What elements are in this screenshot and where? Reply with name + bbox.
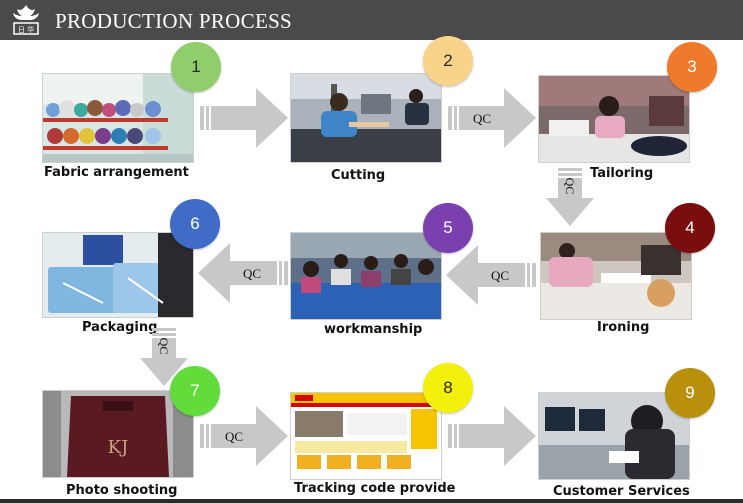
- bottom-divider: [0, 499, 743, 503]
- photo-tailoring: [538, 75, 690, 163]
- step-badge-7: 7: [170, 366, 220, 416]
- step-label-cutting: Cutting: [331, 168, 386, 183]
- step-label-photo-shooting: Photo shooting: [66, 483, 178, 498]
- step-label-tailoring: Tailoring: [590, 166, 654, 181]
- qc-label: QC: [225, 429, 243, 444]
- step-badge-2: 2: [423, 36, 473, 86]
- flow-arrow-6-7: QC: [140, 328, 188, 386]
- step-badge-8: 8: [423, 363, 473, 413]
- qc-label: QC: [563, 178, 577, 195]
- step-badge-9: 9: [665, 368, 715, 418]
- step-badge-3: 3: [667, 42, 717, 92]
- photo-cutting: [290, 73, 442, 163]
- photo-tracking-code: [290, 392, 442, 480]
- photo-photo-shooting: KJ: [42, 390, 194, 478]
- step-label-ironing: Ironing: [597, 320, 650, 335]
- flow-arrow-1-2: [200, 88, 288, 148]
- brand-logo-icon: 日 华: [13, 5, 39, 35]
- flow-arrow-8-9: [448, 406, 536, 466]
- page-title: PRODUCTION PROCESS: [55, 9, 293, 33]
- step-label-packaging: Packaging: [82, 320, 158, 335]
- step-label-fabric-arrangement: Fabric arrangement: [44, 165, 189, 180]
- step-badge-1: 1: [171, 42, 221, 92]
- flow-arrow-7-8: QC: [200, 406, 288, 466]
- step-label-workmanship: workmanship: [324, 322, 423, 337]
- flow-arrow-5-6: QC: [198, 243, 288, 303]
- photo-ironing: [540, 232, 692, 320]
- step-badge-5: 5: [423, 203, 473, 253]
- step-badge-4: 4: [665, 203, 715, 253]
- qc-label: QC: [491, 268, 509, 283]
- svg-text:日 华: 日 华: [18, 25, 34, 34]
- photo-packaging: [42, 232, 194, 318]
- qc-label: QC: [473, 111, 491, 126]
- step-label-customer-services: Customer Services: [553, 484, 690, 499]
- svg-text:KJ: KJ: [108, 437, 129, 458]
- flow-arrow-3-4: QC: [546, 168, 594, 226]
- flow-arrow-2-3: QC: [448, 88, 536, 148]
- photo-fabric-arrangement: [42, 73, 194, 163]
- step-label-tracking-code-provide: Tracking code provide: [294, 481, 456, 496]
- qc-label: QC: [243, 266, 261, 281]
- qc-label: QC: [157, 338, 171, 355]
- photo-workmanship: [290, 232, 442, 320]
- flow-arrow-4-5: QC: [446, 245, 536, 305]
- photo-customer-services: [538, 392, 690, 480]
- header-bar: 日 华 PRODUCTION PROCESS: [0, 0, 743, 40]
- step-badge-6: 6: [170, 199, 220, 249]
